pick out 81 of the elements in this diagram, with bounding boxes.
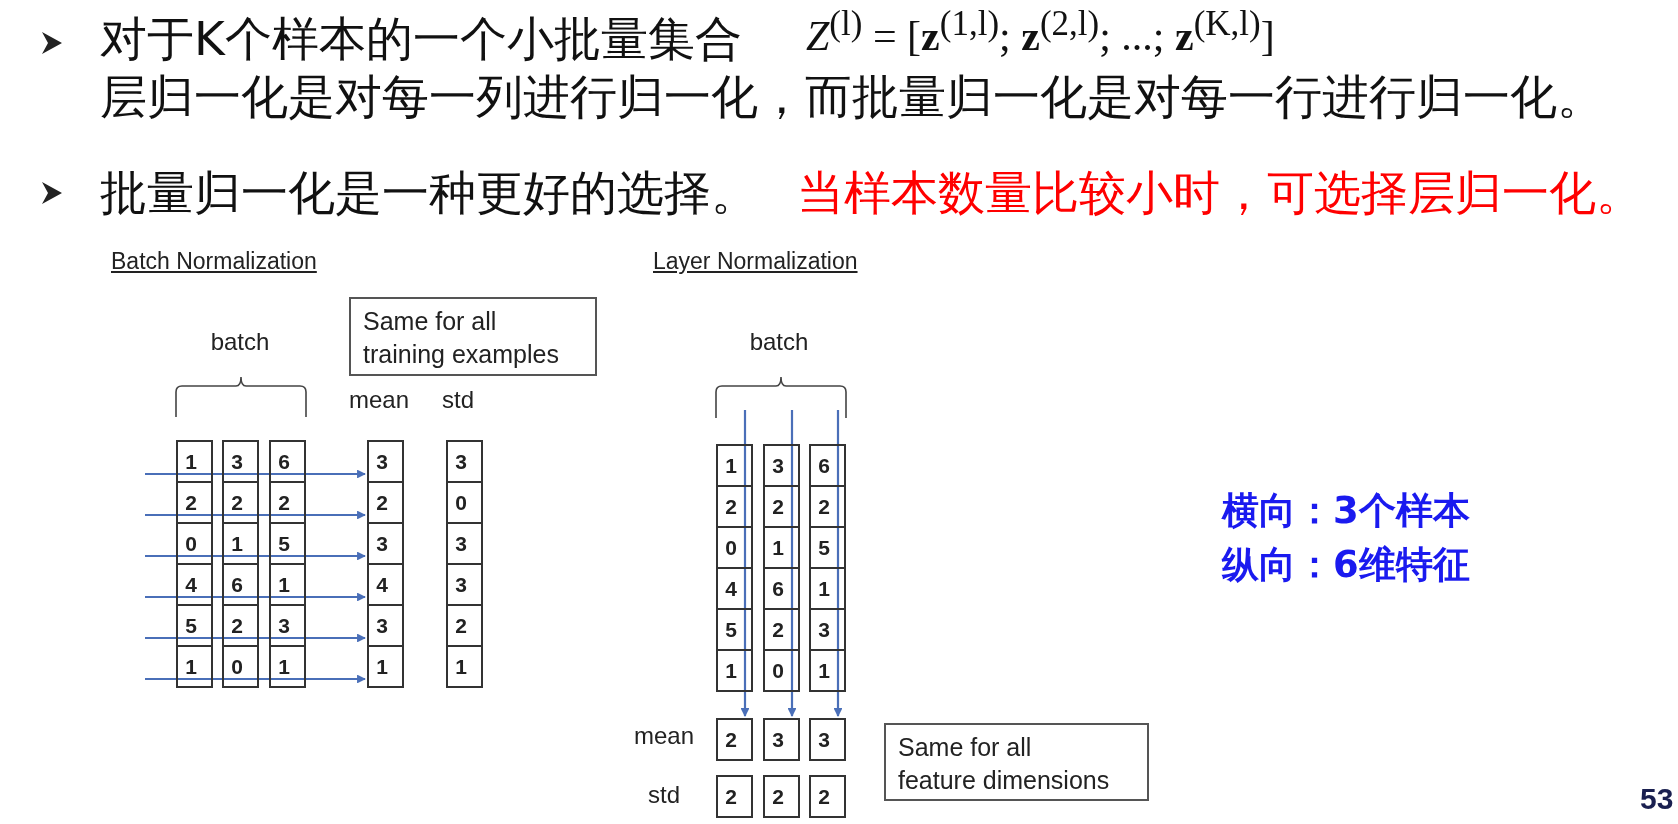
value-cell: 1 <box>176 645 213 688</box>
value-cell: 1 <box>367 645 404 688</box>
value-cell: 1 <box>716 649 753 692</box>
row-label: std <box>648 781 680 809</box>
value-cell: 6 <box>222 563 259 606</box>
value-cell: 1 <box>716 444 753 487</box>
value-cell: 3 <box>367 440 404 483</box>
value-cell: 2 <box>716 485 753 528</box>
value-cell: 2 <box>716 718 753 761</box>
section-title: Batch Normalization <box>111 248 317 275</box>
value-cell: 0 <box>716 526 753 569</box>
bullet-text: 对于K个样本的一个小批量集合 <box>100 10 742 68</box>
arrow <box>740 410 750 717</box>
value-cell: 2 <box>446 604 483 647</box>
arrow <box>145 469 366 479</box>
value-cell: 2 <box>716 775 753 818</box>
value-cell: 5 <box>809 526 846 569</box>
value-cell: 4 <box>367 563 404 606</box>
value-cell: 5 <box>716 608 753 651</box>
value-cell: 2 <box>367 481 404 524</box>
axis-label: batch <box>748 328 810 356</box>
value-cell: 3 <box>367 522 404 565</box>
arrow <box>145 551 366 561</box>
value-cell: 2 <box>763 485 800 528</box>
bullet-text: 层归一化是对每一列进行归一化，而批量归一化是对每一行进行归一化。 <box>100 68 1604 126</box>
arrow <box>833 410 843 717</box>
row-label: mean <box>349 386 410 414</box>
value-cell: 2 <box>222 481 259 524</box>
arrow <box>145 633 366 643</box>
arrow <box>145 674 366 684</box>
value-cell: 1 <box>763 526 800 569</box>
value-cell: 3 <box>763 718 800 761</box>
value-cell: 1 <box>269 645 306 688</box>
value-cell: 1 <box>446 645 483 688</box>
value-cell: 2 <box>176 481 213 524</box>
highlighted-text: 当样本数量比较小时，可选择层归一化。 <box>797 164 1643 222</box>
value-cell: 0 <box>446 481 483 524</box>
value-cell: 5 <box>269 522 306 565</box>
note-text: 纵向：6维特征 <box>1222 542 1470 588</box>
value-cell: 3 <box>367 604 404 647</box>
note-box: Same for all training examples <box>349 297 597 376</box>
value-cell: 6 <box>763 567 800 610</box>
arrow <box>787 410 797 717</box>
arrow <box>145 510 366 520</box>
value-cell: 2 <box>269 481 306 524</box>
value-cell: 1 <box>176 440 213 483</box>
value-cell: 4 <box>176 563 213 606</box>
value-cell: 2 <box>763 608 800 651</box>
value-cell: 1 <box>269 563 306 606</box>
value-cell: 1 <box>809 649 846 692</box>
value-cell: 6 <box>809 444 846 487</box>
value-cell: 0 <box>176 522 213 565</box>
value-cell: 3 <box>269 604 306 647</box>
note-box: Same for all feature dimensions <box>884 723 1149 801</box>
value-cell: 3 <box>809 608 846 651</box>
value-cell: 0 <box>222 645 259 688</box>
arrow <box>145 592 366 602</box>
value-cell: 3 <box>763 444 800 487</box>
value-cell: 2 <box>809 485 846 528</box>
value-cell: 0 <box>763 649 800 692</box>
axis-label: batch <box>209 328 271 356</box>
value-cell: 4 <box>716 567 753 610</box>
row-label: mean <box>634 722 695 750</box>
value-cell: 3 <box>446 563 483 606</box>
bullet-text: 批量归一化是一种更好的选择。 <box>100 164 758 222</box>
note-text: 横向：3个样本 <box>1222 488 1470 534</box>
value-cell: 3 <box>809 718 846 761</box>
value-cell: 2 <box>222 604 259 647</box>
formula: Z$^{(l)}$ = [z$^{(1,l)}$; z$^{(2,l)}$; ...; z$^{(K,l)}$] <box>806 4 1275 60</box>
value-cell: 2 <box>809 775 846 818</box>
value-cell: 2 <box>763 775 800 818</box>
value-cell: 1 <box>222 522 259 565</box>
value-cell: 3 <box>446 440 483 483</box>
section-title: Layer Normalization <box>653 248 858 275</box>
value-cell: 5 <box>176 604 213 647</box>
row-label: std <box>442 386 474 414</box>
value-cell: 3 <box>446 522 483 565</box>
page-number: 53 <box>1640 782 1674 816</box>
value-cell: 6 <box>269 440 306 483</box>
value-cell: 1 <box>809 567 846 610</box>
value-cell: 3 <box>222 440 259 483</box>
